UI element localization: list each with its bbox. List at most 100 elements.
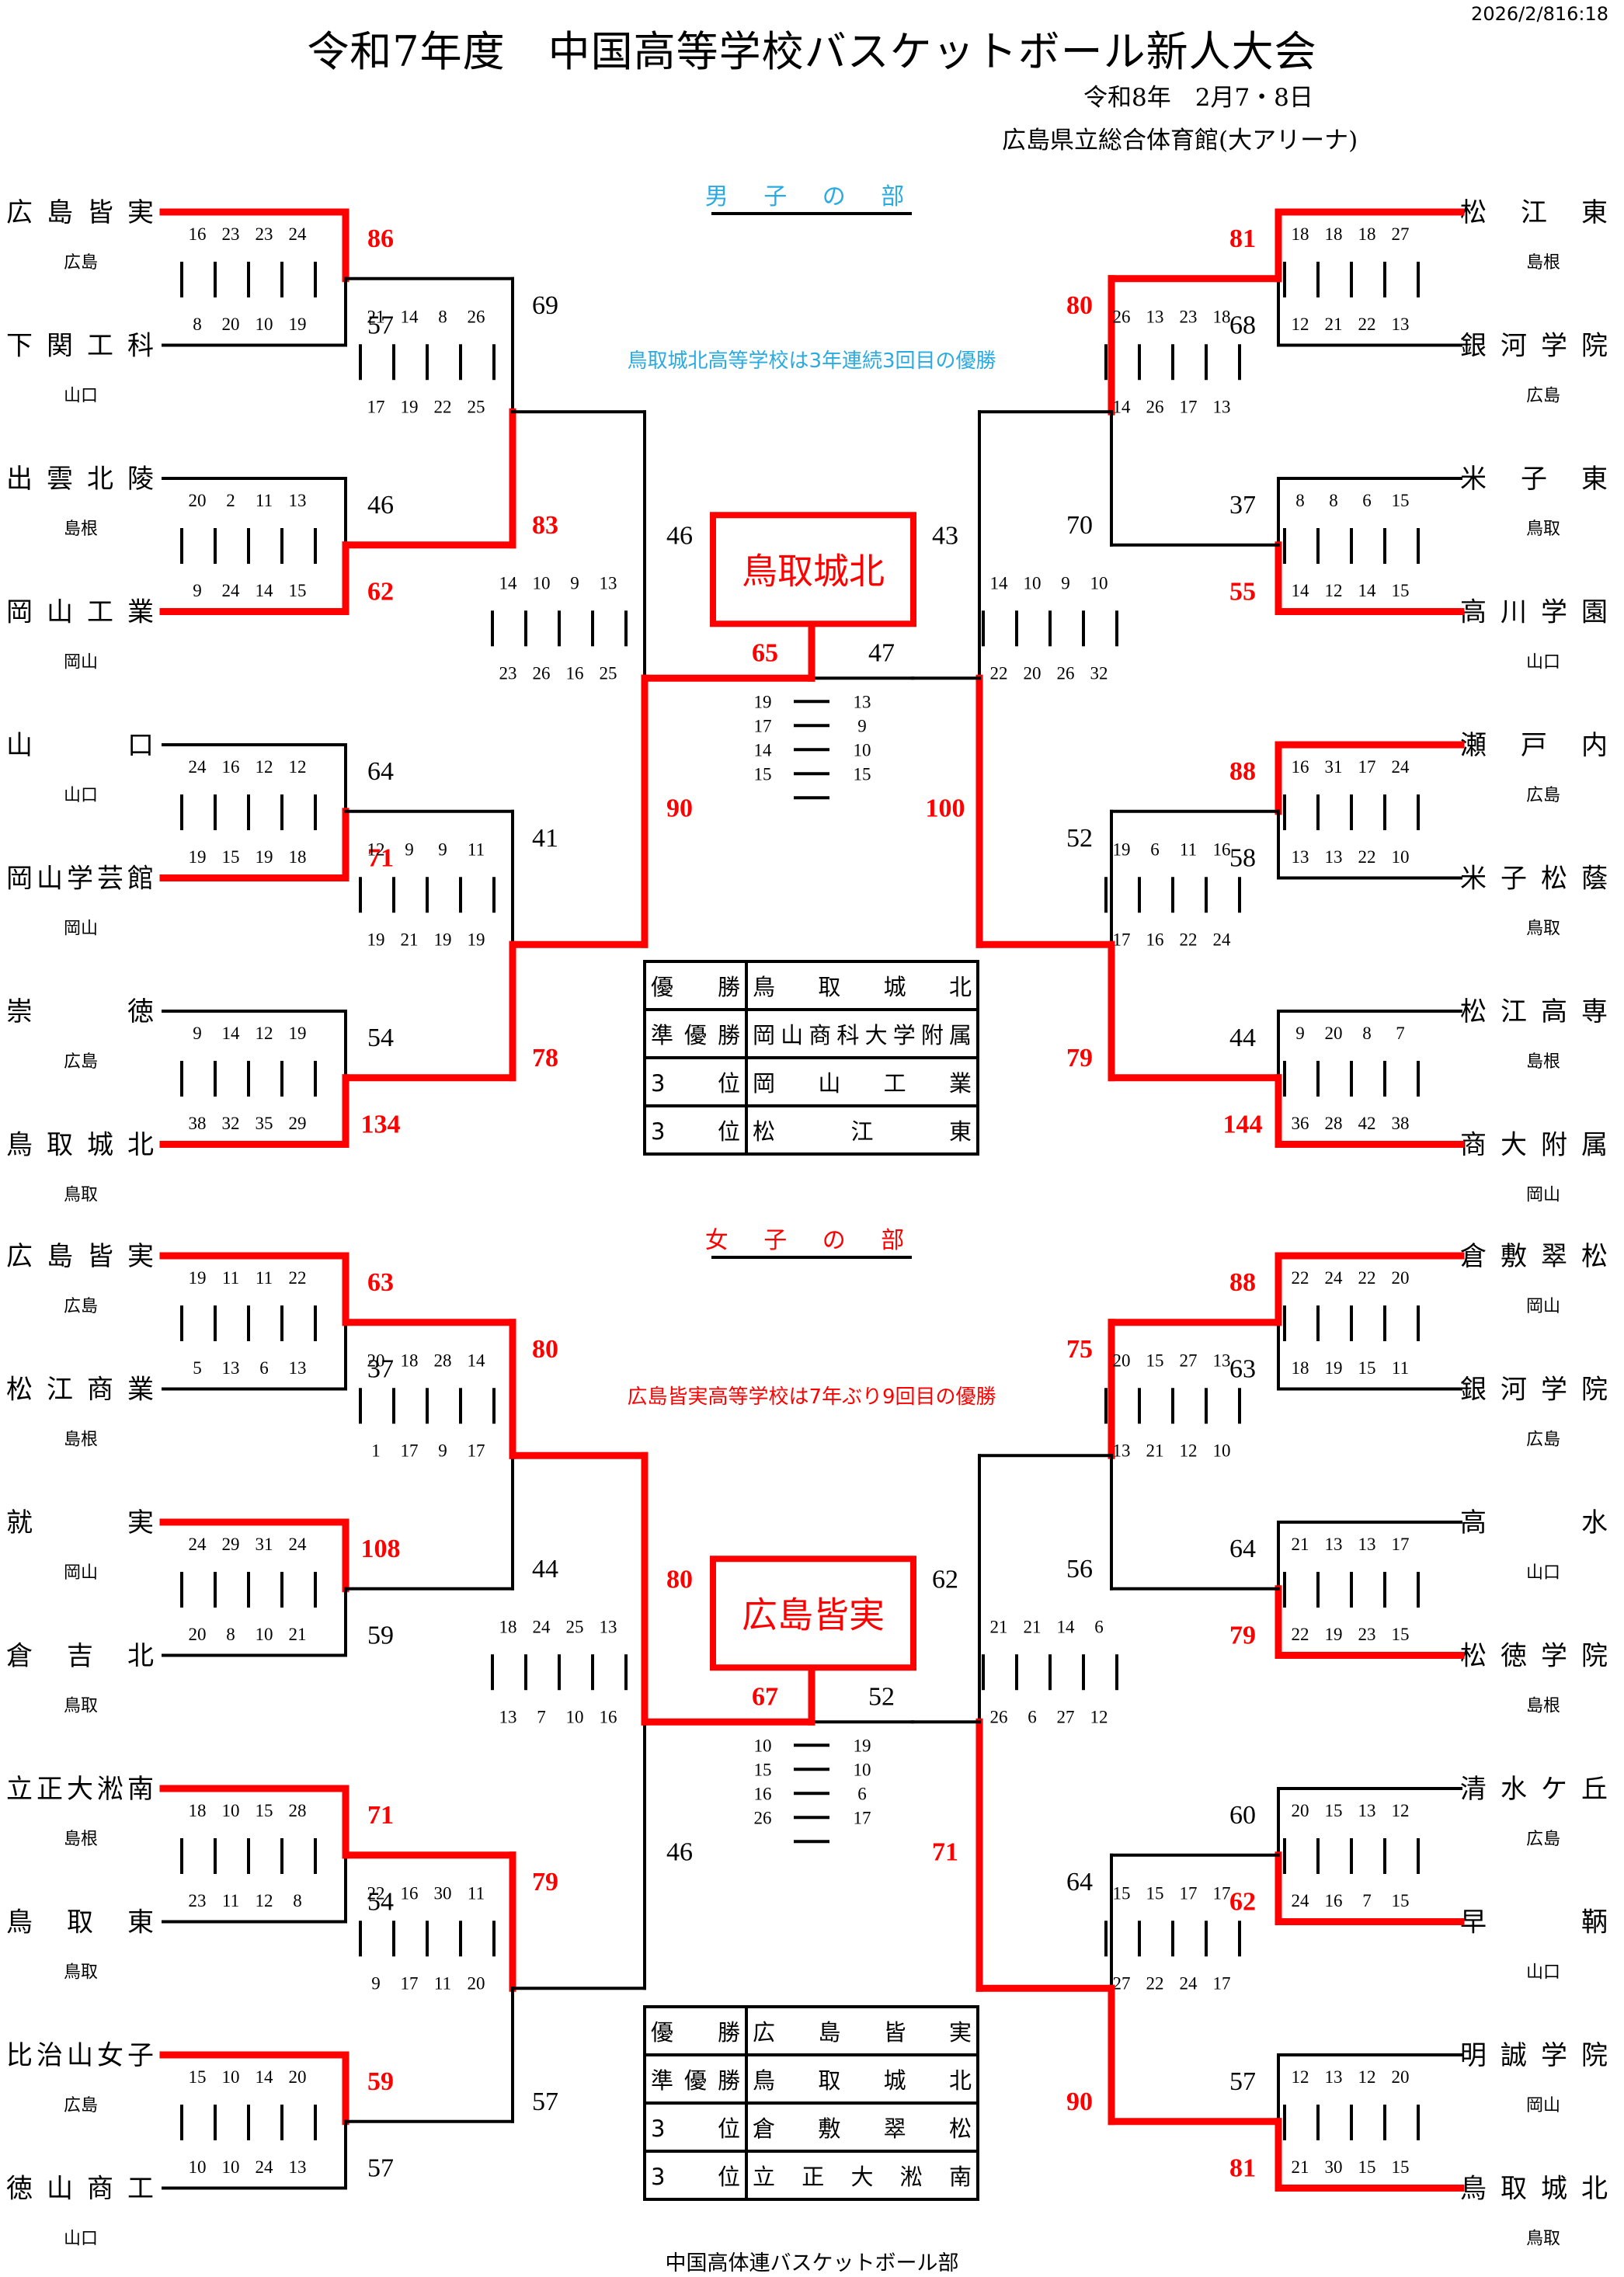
men-sf-q-top: 10 bbox=[533, 573, 551, 593]
women-r2-q-bottom: 17 bbox=[401, 1441, 419, 1460]
men-r1-q-bottom: 22 bbox=[1358, 847, 1376, 867]
women-r1-score: 108 bbox=[361, 1535, 401, 1563]
result-team: 松江東 bbox=[745, 1104, 979, 1156]
results-row: 3位立正大淞南 bbox=[643, 2150, 979, 2201]
women-r1-q-bottom: 11 bbox=[1392, 1358, 1409, 1378]
result-team: 岡山工業 bbox=[745, 1056, 979, 1107]
women-r2-q-bottom: 17 bbox=[1213, 1973, 1231, 1993]
women-final-q-right: 19 bbox=[854, 1736, 871, 1755]
men-team-name: 松江高専 bbox=[1460, 996, 1608, 1027]
result-label: 3位 bbox=[643, 1104, 748, 1156]
men-team-prefecture: 岡山 bbox=[64, 653, 98, 673]
women-final-q-left: 15 bbox=[754, 1760, 772, 1779]
men-r1-q-bottom: 36 bbox=[1292, 1114, 1309, 1133]
men-r1-q-top: 18 bbox=[1358, 224, 1376, 244]
men-r2-q-bottom: 19 bbox=[434, 930, 452, 949]
men-r1-score: 81 bbox=[1229, 224, 1256, 253]
results-row: 準優勝岡山商科大学附属 bbox=[643, 1008, 979, 1059]
men-r1-q-bottom: 10 bbox=[1392, 847, 1410, 867]
men-r1-q-bottom: 13 bbox=[1325, 847, 1343, 867]
men-section-title: 男 子 の 部 bbox=[705, 183, 919, 210]
women-team-name: 銀河学院 bbox=[1460, 1375, 1608, 1406]
women-r2-q-bottom: 1 bbox=[371, 1441, 381, 1460]
women-r2-q-top: 16 bbox=[401, 1883, 419, 1903]
women-r2-q-top: 11 bbox=[468, 1883, 485, 1903]
men-r1-q-top: 24 bbox=[1392, 757, 1410, 777]
men-r2-q-bottom: 16 bbox=[1146, 930, 1164, 949]
women-r1-q-top: 20 bbox=[1392, 1268, 1410, 1288]
men-r2-score: 78 bbox=[532, 1044, 558, 1072]
women-r2-q-bottom: 11 bbox=[434, 1973, 451, 1993]
women-team-name: 広島皆実 bbox=[6, 1241, 154, 1272]
women-r2-q-top: 20 bbox=[367, 1351, 385, 1370]
women-final-q-left: 16 bbox=[754, 1784, 772, 1803]
women-champion-note: 広島皆実高等学校は7年ぶり9回目の優勝 bbox=[627, 1385, 996, 1409]
results-row: 3位倉敷翠松 bbox=[643, 2101, 979, 2153]
women-r1-q-bottom: 24 bbox=[256, 2157, 274, 2177]
men-r1-q-bottom: 10 bbox=[256, 315, 273, 334]
men-final-q-left: 14 bbox=[754, 740, 773, 760]
result-label: 優勝 bbox=[643, 2005, 748, 2056]
women-team-prefecture: 岡山 bbox=[1526, 1297, 1560, 1316]
men-final-q-right: 13 bbox=[854, 692, 871, 711]
men-team-prefecture: 鳥取 bbox=[1526, 919, 1560, 939]
men-r1-q-bottom: 13 bbox=[1292, 847, 1309, 867]
men-team-name: 下関工科 bbox=[6, 331, 154, 362]
women-team-name: 明誠学院 bbox=[1460, 2040, 1608, 2071]
women-final-q-left: 26 bbox=[754, 1808, 772, 1827]
women-sf-q-bottom: 26 bbox=[990, 1707, 1008, 1726]
women-sf-q-bottom: 27 bbox=[1057, 1707, 1075, 1726]
women-r2-q-top: 20 bbox=[1113, 1351, 1131, 1370]
men-r1-q-bottom: 13 bbox=[1392, 315, 1410, 334]
women-r1-score: 54 bbox=[367, 1888, 394, 1917]
women-r1-q-bottom: 22 bbox=[1292, 1625, 1309, 1644]
womens-results-table: 優勝広島皆実 準優勝鳥取城北 3位倉敷翠松 3位立正大淞南 bbox=[643, 2005, 979, 2201]
men-team-prefecture: 広島 bbox=[1526, 387, 1560, 406]
men-r1-q-top: 23 bbox=[222, 224, 240, 244]
men-sf-q-top: 9 bbox=[570, 573, 579, 593]
men-r1-q-top: 24 bbox=[189, 757, 207, 777]
men-sf-score: 43 bbox=[932, 521, 958, 550]
men-r1-q-bottom: 22 bbox=[1358, 315, 1376, 334]
men-r2-q-top: 9 bbox=[405, 840, 414, 859]
men-team-name: 松江東 bbox=[1460, 197, 1608, 228]
men-r1-q-bottom: 32 bbox=[222, 1114, 240, 1133]
men-r2-q-bottom: 19 bbox=[367, 930, 385, 949]
women-r1-q-bottom: 20 bbox=[189, 1625, 207, 1644]
women-team-prefecture: 島根 bbox=[64, 1431, 98, 1450]
results-row: 優勝鳥取城北 bbox=[643, 960, 979, 1011]
women-r1-q-bottom: 11 bbox=[222, 1891, 239, 1910]
women-champion-name: 広島皆実 bbox=[742, 1594, 885, 1636]
men-r1-q-top: 7 bbox=[1396, 1024, 1405, 1043]
women-champion-box bbox=[710, 1556, 916, 1671]
women-r2-q-bottom: 12 bbox=[1180, 1441, 1198, 1460]
women-team-prefecture: 広島 bbox=[64, 1297, 98, 1316]
men-r1-score: 134 bbox=[361, 1111, 401, 1139]
men-r1-q-bottom: 38 bbox=[1392, 1114, 1410, 1133]
men-team-name: 出雲北陵 bbox=[6, 464, 154, 495]
women-r1-q-bottom: 15 bbox=[1392, 1625, 1410, 1644]
women-r2-q-top: 17 bbox=[1213, 1883, 1231, 1903]
men-team-prefecture: 広島 bbox=[64, 1052, 98, 1072]
women-team-name: 鳥取東 bbox=[6, 1907, 154, 1938]
men-team-prefecture: 山口 bbox=[64, 387, 98, 406]
women-r2-q-top: 14 bbox=[468, 1351, 486, 1370]
women-r1-q-top: 24 bbox=[189, 1535, 207, 1554]
women-team-name: 高水 bbox=[1460, 1507, 1608, 1538]
men-r1-score: 44 bbox=[1229, 1024, 1256, 1052]
men-r1-score: 37 bbox=[1229, 491, 1256, 520]
women-r1-score: 59 bbox=[367, 2067, 394, 2096]
result-team: 立正大淞南 bbox=[745, 2150, 979, 2201]
men-r2-q-bottom: 14 bbox=[1113, 397, 1132, 416]
women-r1-score: 37 bbox=[367, 1355, 394, 1384]
men-r1-q-bottom: 8 bbox=[193, 315, 202, 334]
men-r2-q-top: 18 bbox=[1213, 307, 1231, 326]
women-r1-q-top: 31 bbox=[256, 1535, 273, 1554]
women-sf-q-top: 14 bbox=[1057, 1617, 1076, 1636]
women-r2-q-bottom: 13 bbox=[1113, 1441, 1131, 1460]
women-team-prefecture: 山口 bbox=[64, 2230, 98, 2249]
women-r1-q-top: 12 bbox=[1392, 1801, 1410, 1820]
men-r1-q-top: 17 bbox=[1358, 757, 1376, 777]
men-r1-q-top: 8 bbox=[1362, 1024, 1372, 1043]
women-r1-score: 59 bbox=[367, 1622, 394, 1650]
